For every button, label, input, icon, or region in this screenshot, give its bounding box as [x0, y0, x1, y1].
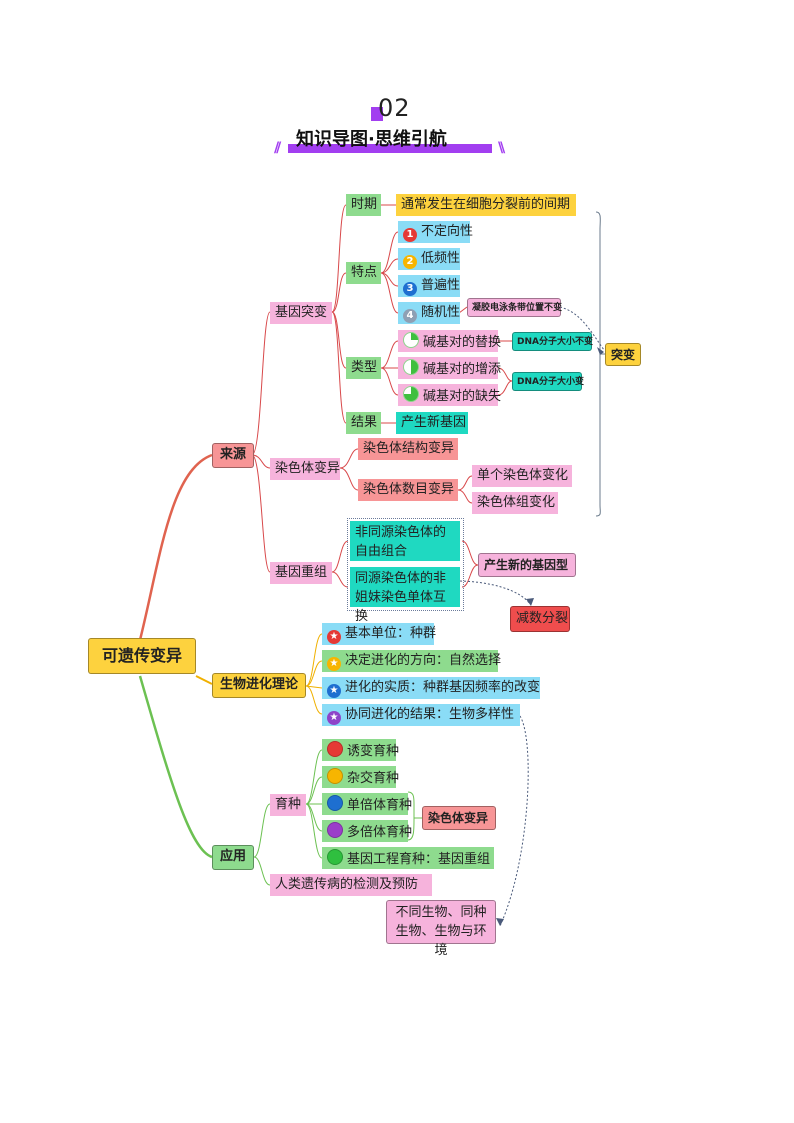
node-period-label: 时期: [346, 194, 381, 216]
node-features-label: 特点: [346, 262, 381, 284]
node-mutation: 突变: [605, 343, 641, 366]
star-icon: ★: [327, 684, 341, 698]
half-pie-icon: [403, 359, 419, 375]
page-title: 知识导图·思维引航: [296, 129, 447, 150]
number-2-icon: 2: [403, 255, 417, 269]
node-chrom-number: 染色体数目变异: [358, 479, 458, 501]
node-result-value: 产生新基因: [396, 412, 468, 434]
quarter-pie-icon: [403, 332, 419, 348]
node-recomb-crossing-over: 同源染色体的非姐妹染色单体互换: [350, 567, 460, 624]
evolution-item-2: ★决定进化的方向：自然选择: [322, 650, 501, 672]
node-coevolution-note: 不同生物、同种生物、生物与环境: [386, 900, 496, 958]
section-number: 02: [378, 94, 411, 122]
node-result-label: 结果: [346, 412, 381, 434]
number-1-icon: 1: [403, 228, 417, 242]
node-meiosis: 减数分裂: [510, 606, 570, 632]
yellow-dot-icon: [327, 768, 343, 784]
node-types-label: 类型: [346, 357, 381, 379]
breeding-item-polyploid: 多倍体育种: [322, 820, 412, 842]
evolution-item-1: ★基本单位：种群: [322, 623, 436, 645]
node-chromosome-variation-ref: 染色体变异: [422, 806, 496, 830]
node-recomb-free-combination: 非同源染色体的自由组合: [350, 521, 460, 561]
node-period-value: 通常发生在细胞分裂前的间期: [396, 194, 576, 216]
breeding-item-mutagenesis: 诱变育种: [322, 739, 399, 761]
star-icon: ★: [327, 630, 341, 644]
node-genetic-disease: 人类遗传病的检测及预防: [270, 874, 432, 896]
blue-dot-icon: [327, 795, 343, 811]
number-4-icon: 4: [403, 309, 417, 323]
node-chromosome-set: 染色体组变化: [472, 492, 558, 514]
branch-evolution: 生物进化理论: [212, 673, 306, 698]
node-new-genotype: 产生新的基因型: [478, 553, 576, 577]
branch-source: 来源: [212, 443, 254, 468]
node-chrom-structure: 染色体结构变异: [358, 438, 458, 460]
type-item-insertion: 碱基对的增添: [398, 357, 501, 379]
type-item-substitution: 碱基对的替换: [398, 330, 501, 352]
star-icon: ★: [327, 711, 341, 725]
node-gene-mutation: 基因突变: [270, 302, 332, 324]
root-node: 可遗传变异: [88, 638, 196, 674]
header-accent-square: [371, 107, 383, 121]
three-quarter-pie-icon: [403, 386, 419, 402]
red-dot-icon: [327, 741, 343, 757]
breeding-item-genetic-engineering: 基因工程育种：基因重组: [322, 847, 494, 869]
breeding-item-hybrid: 杂交育种: [322, 766, 399, 788]
note-dna-size-change: DNA分子大小变: [512, 372, 584, 391]
purple-dot-icon: [327, 822, 343, 838]
note-dna-size-same: DNA分子大小不变: [512, 332, 593, 351]
node-breeding: 育种: [270, 794, 306, 816]
node-chromosome-variation: 染色体变异: [270, 458, 340, 480]
recombination-group-frame: [347, 518, 464, 611]
header-slash-right: \\: [498, 140, 505, 156]
breeding-item-haploid: 单倍体育种: [322, 793, 412, 815]
evolution-item-4: ★协同进化的结果：生物多样性: [322, 704, 520, 726]
node-gene-recombination: 基因重组: [270, 562, 332, 584]
number-3-icon: 3: [403, 282, 417, 296]
node-single-chromosome: 单个染色体变化: [472, 465, 572, 487]
header-slash-left: //: [274, 140, 281, 156]
star-icon: ★: [327, 657, 341, 671]
green-dot-icon: [327, 849, 343, 865]
evolution-item-3: ★进化的实质：种群基因频率的改变: [322, 677, 540, 699]
type-item-deletion: 碱基对的缺失: [398, 384, 501, 406]
header-title-underline: [288, 144, 492, 153]
branch-application: 应用: [212, 845, 254, 870]
note-electrophoresis: 凝胶电泳条带位置不变: [467, 298, 562, 317]
